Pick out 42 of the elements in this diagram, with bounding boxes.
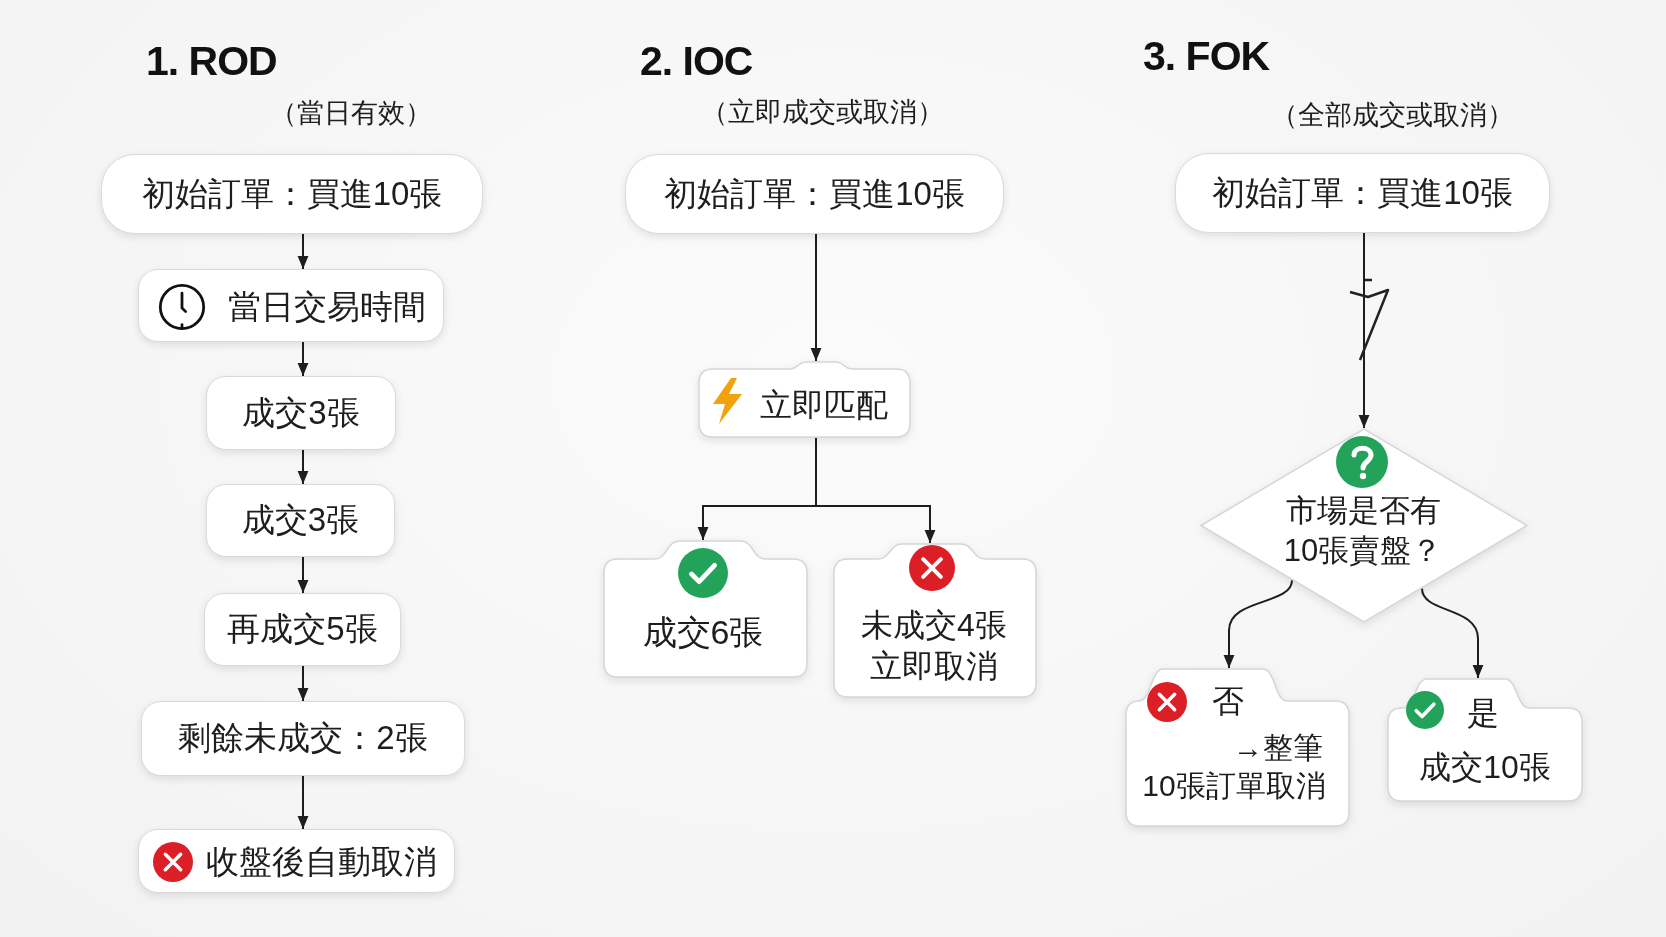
arrow (810, 233, 822, 362)
result-label: 成交6張 (642, 612, 764, 654)
step-box (138, 829, 455, 893)
result-label: →整筆10張訂單取消 (1141, 729, 1327, 804)
step-label: 立即匹配 (760, 385, 888, 425)
step-box: 初始訂單：買進10張 (101, 154, 483, 234)
section-heading: 3. FOK (1143, 33, 1270, 80)
step-box: 初始訂單：買進10張 (625, 154, 1004, 234)
section-heading: 2. IOC (640, 38, 753, 85)
result-box (1125, 668, 1350, 827)
section-heading: 1. ROD (146, 38, 277, 85)
section-subtitle: （當日有效） (270, 97, 432, 130)
arrow (815, 437, 936, 544)
decision-diamond (1200, 428, 1528, 623)
result-label: 成交10張 (1419, 747, 1551, 787)
step-box: 成交3張 (206, 484, 395, 557)
arrow (297, 449, 309, 485)
result-box (1387, 678, 1583, 802)
step-box: 初始訂單：買進10張 (1175, 153, 1550, 233)
arrow (297, 233, 309, 270)
arrow (1223, 579, 1293, 669)
arrow (1421, 587, 1484, 679)
result-heading: 是 (1467, 693, 1499, 733)
step-label: 當日交易時間 (228, 286, 426, 327)
result-heading: 否 (1212, 681, 1244, 721)
result-box (603, 540, 808, 678)
step-box (698, 361, 911, 438)
arrow (1358, 232, 1370, 429)
arrow (297, 341, 309, 377)
section-subtitle: （立即成交或取消） (700, 96, 944, 129)
section-subtitle: （全部成交或取消） (1270, 99, 1514, 132)
step-box: 剩餘未成交：2張 (141, 701, 465, 776)
step-label: 收盤後自動取消 (205, 841, 437, 882)
arrow (297, 775, 309, 830)
question-text: 市場是否有10張賣盤？ (1282, 492, 1444, 570)
result-label: 未成交4張立即取消 (860, 606, 1008, 686)
arrow (297, 556, 309, 594)
arrow (297, 665, 309, 702)
result-box (833, 543, 1037, 698)
step-box: 再成交5張 (204, 593, 401, 666)
step-box: 成交3張 (206, 376, 396, 450)
step-box (138, 269, 444, 342)
